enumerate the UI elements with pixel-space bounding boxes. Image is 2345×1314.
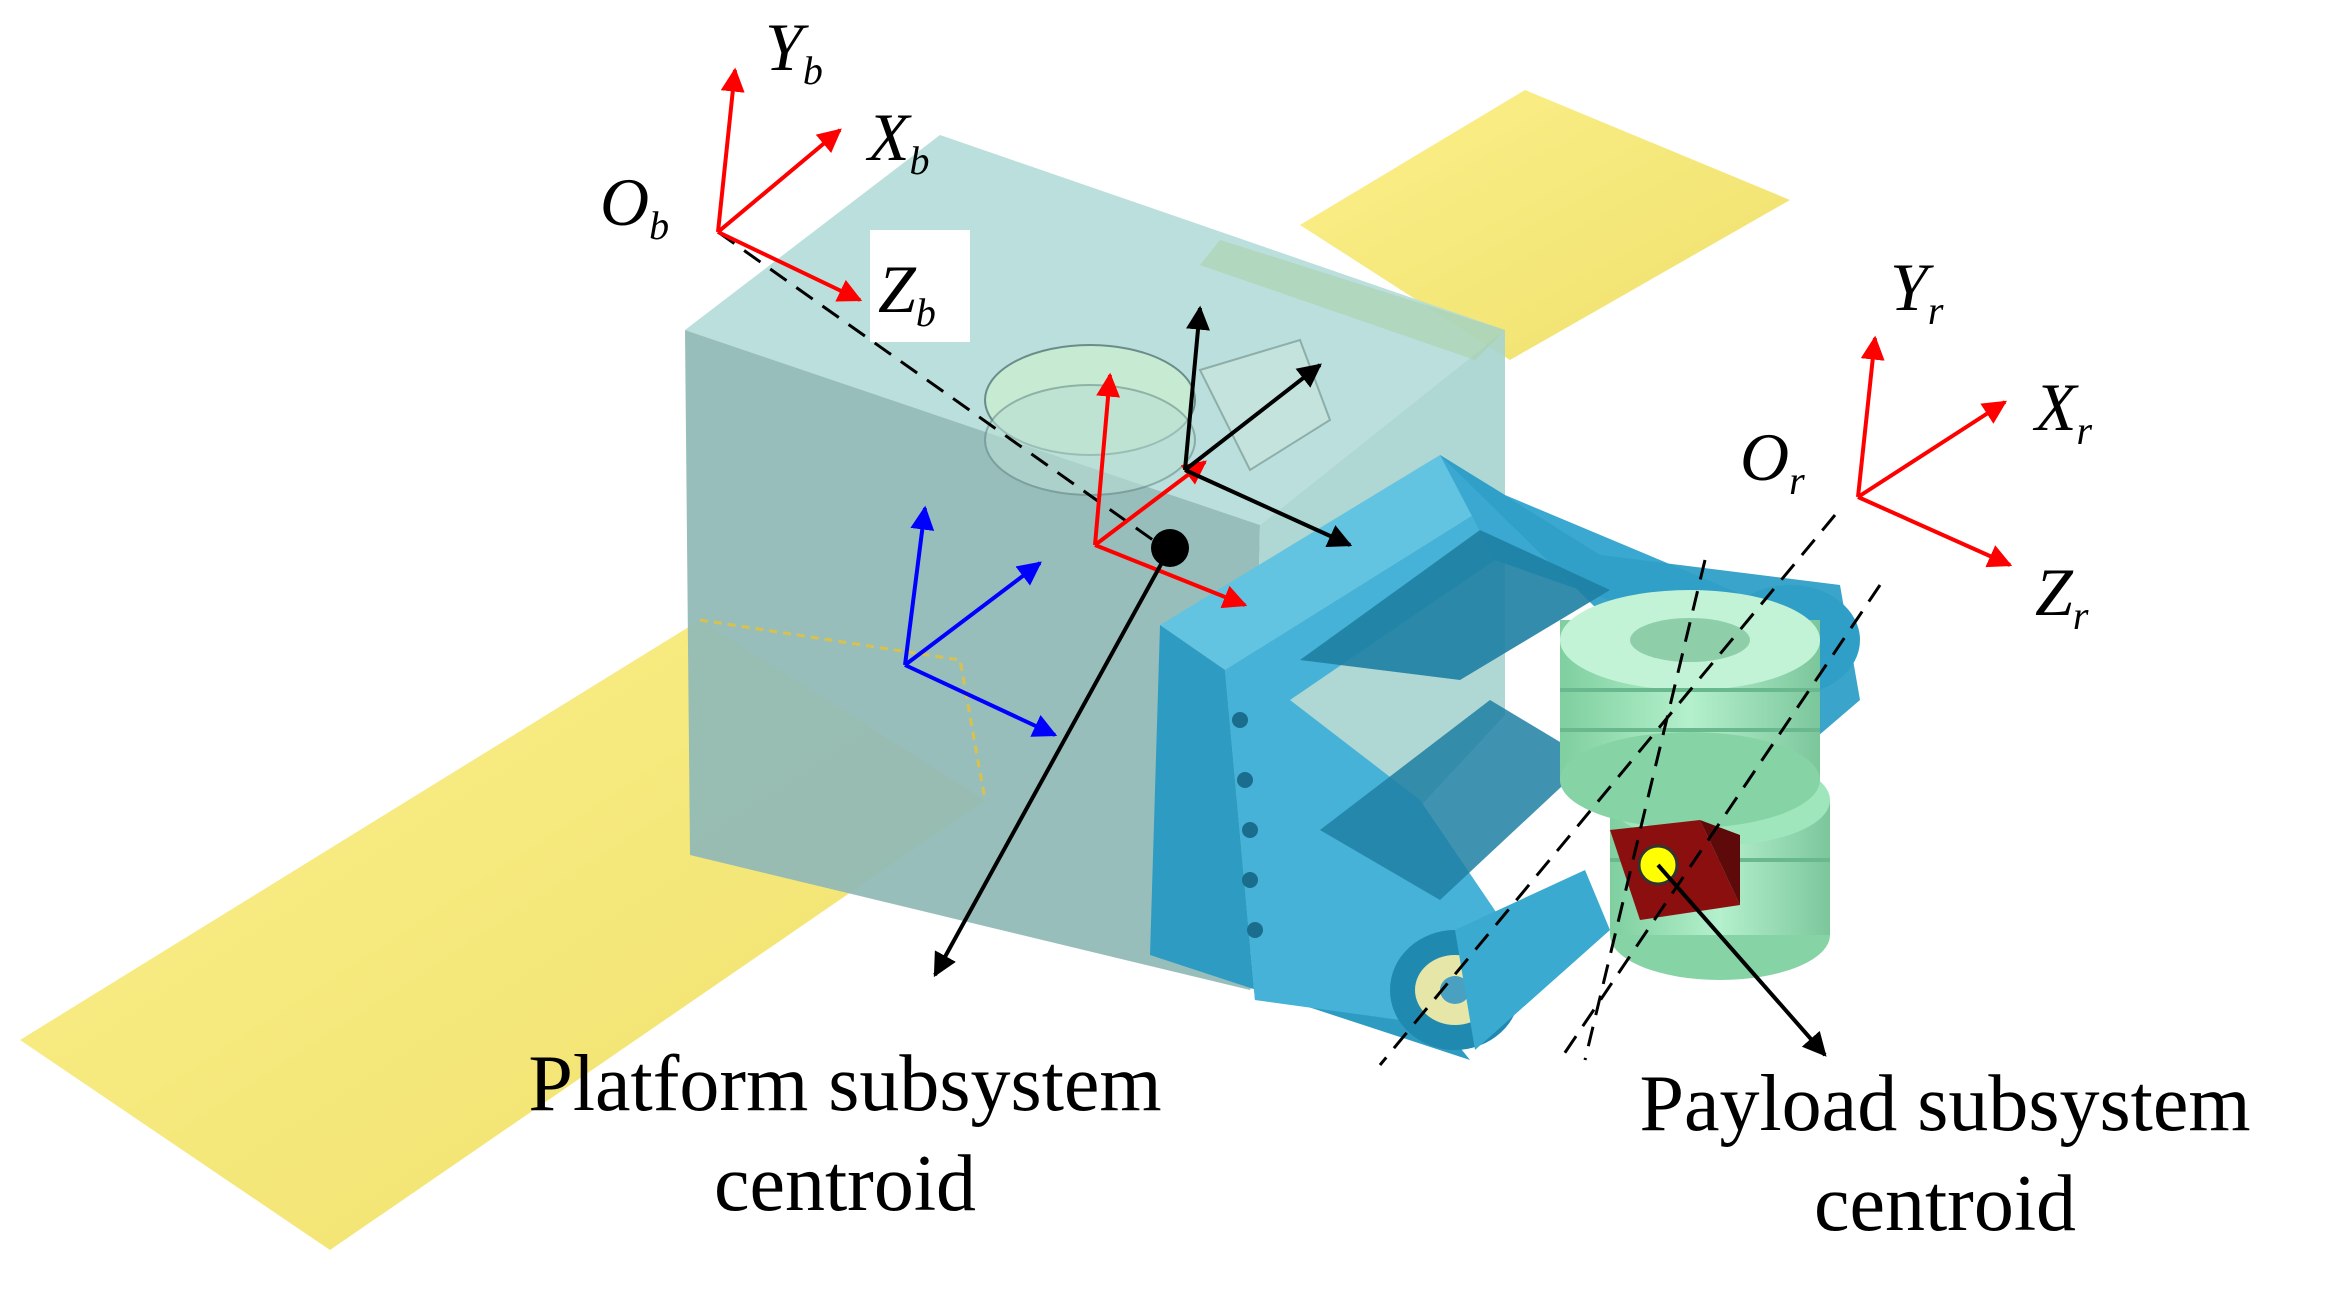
- platform-centroid: [933, 529, 1189, 978]
- payload-caption-line2: centroid: [1814, 1160, 2076, 1248]
- body-x-axis-label: Xb: [865, 99, 930, 183]
- payload-z-axis-label: Zr: [2035, 554, 2089, 638]
- payload-origin-label: Or: [1740, 419, 1805, 503]
- payload-motor: [1560, 590, 1830, 980]
- dashed-lines: [717, 230, 1882, 1066]
- payload-x-axis-label: Xr: [2032, 369, 2093, 453]
- payload-frame-axes: [1856, 335, 2013, 568]
- body-z-axis-label: Zb: [878, 251, 936, 335]
- body-frame-axes: [716, 67, 863, 302]
- zb-label-box: [870, 230, 970, 342]
- platform-caption-line2: centroid: [714, 1140, 976, 1228]
- payload-caption-line1: Payload subsystem: [1639, 1060, 2250, 1148]
- body-y-axis-label: Yb: [765, 9, 823, 93]
- payload-centroid: [1637, 844, 1827, 1057]
- platform-frame-red-axes: [1093, 372, 1248, 609]
- platform-frame-black-axes: [1183, 305, 1353, 547]
- payload-y-axis-label: Yr: [1890, 249, 1944, 333]
- platform-caption-line1: Platform subsystem: [528, 1040, 1161, 1128]
- platform-frame-blue-axes: [903, 505, 1058, 737]
- solar-panel-right: [1300, 90, 1790, 360]
- body-origin-label: Ob: [600, 164, 669, 248]
